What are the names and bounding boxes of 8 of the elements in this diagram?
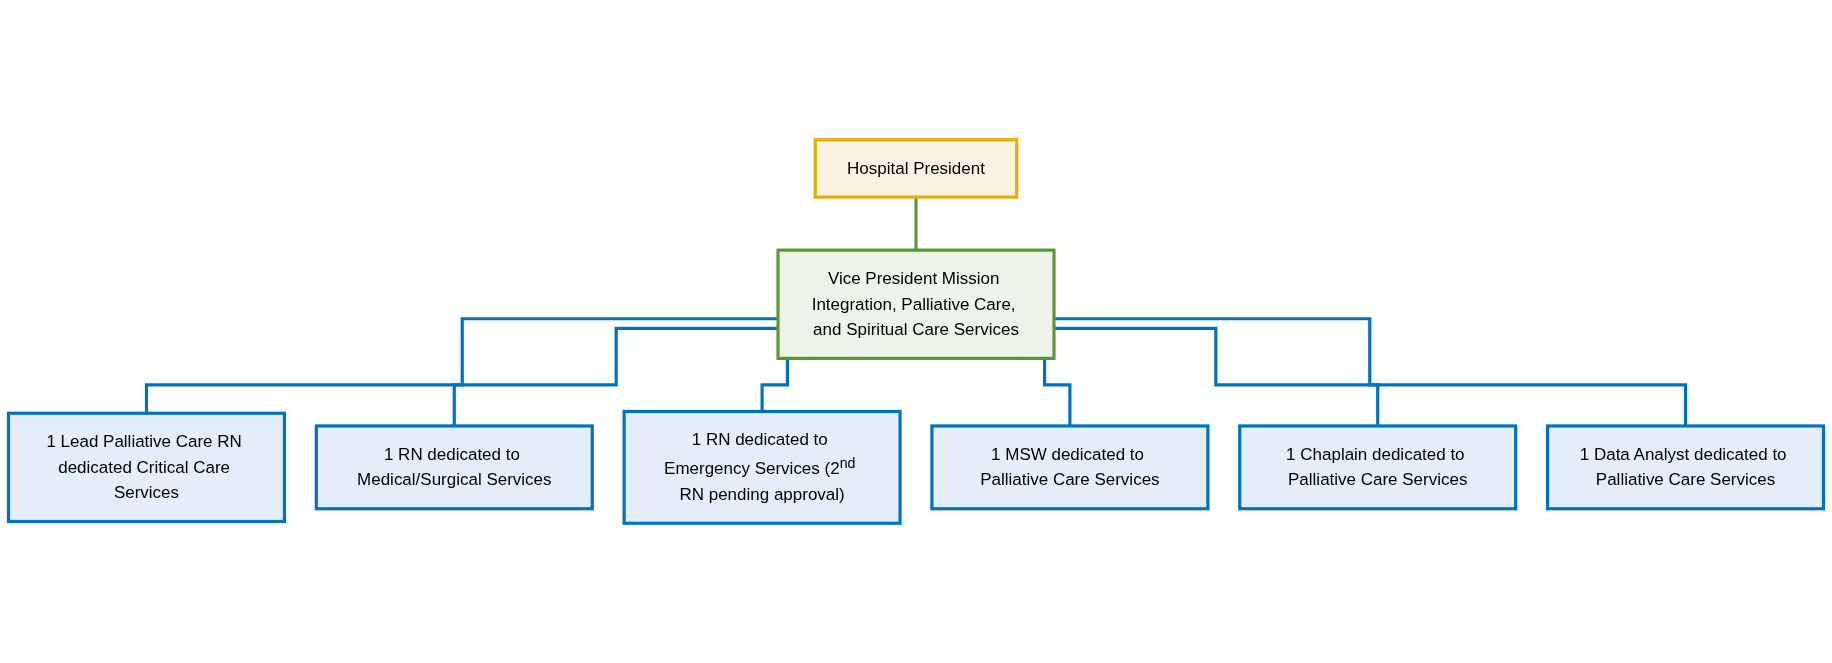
node-box: 1 RN dedicated to Medical/Surgical Services [314,424,594,511]
node-box: 1 Lead Palliative Care RN dedicated Critical Care Services [6,411,287,524]
node-box: Hospital President [813,138,1019,199]
node-box: 1 RN dedicated to Emergency Services (2$^{nd}$ RN pending approval) [622,409,902,525]
node-box: Vice President Mission Integration, Palliative Care, and Spiritual Care Services [776,248,1056,360]
node-box: 1 Chaplain dedicated to Palliative Care Services [1238,424,1518,511]
node-box: 1 Data Analyst dedicated to Palliative Care Services [1545,424,1826,511]
node-box: 1 MSW dedicated to Palliative Care Services [930,424,1210,511]
